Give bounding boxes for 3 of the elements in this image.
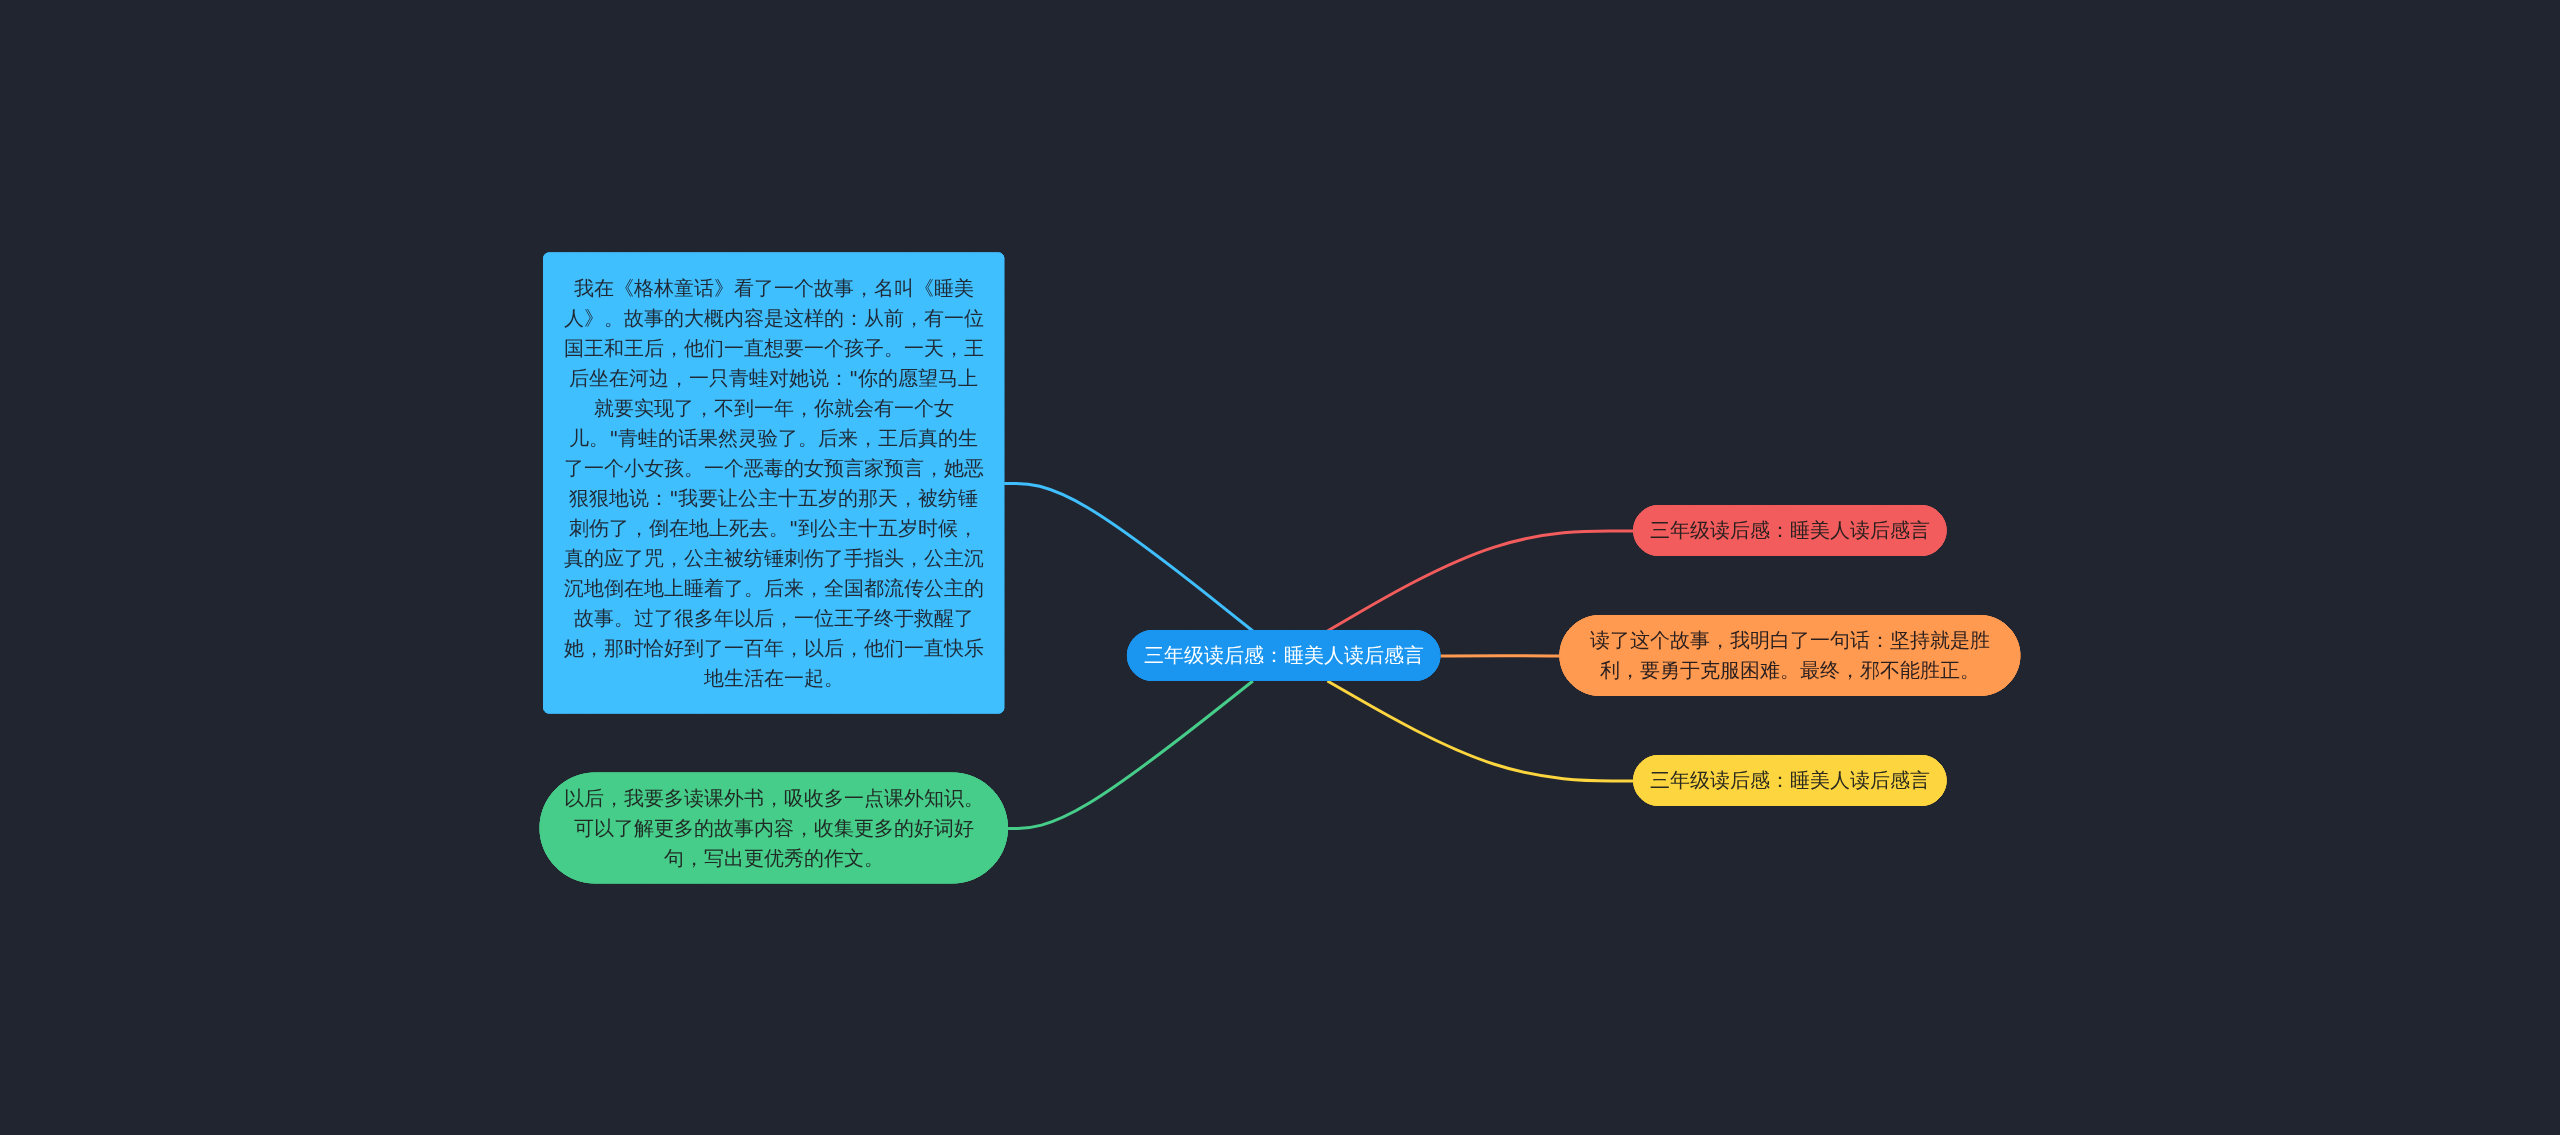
connector: [1440, 653, 1561, 657]
connector: [1008, 679, 1254, 830]
connector: [1326, 679, 1635, 782]
